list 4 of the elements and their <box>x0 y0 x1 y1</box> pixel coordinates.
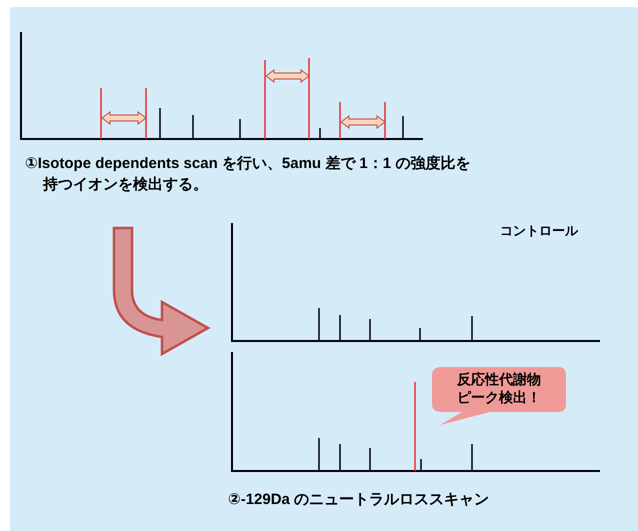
spectrum-label: コントロール <box>500 222 578 240</box>
callout-text: 反応性代謝物ピーク検出！ <box>434 370 564 406</box>
caption-text: ②-129Da のニュートラルロススキャン <box>228 490 490 509</box>
caption-text: ①Isotope dependents scan を行い、5amu 差で 1：1 の強度比を持つイオンを検出する。 <box>25 154 472 195</box>
